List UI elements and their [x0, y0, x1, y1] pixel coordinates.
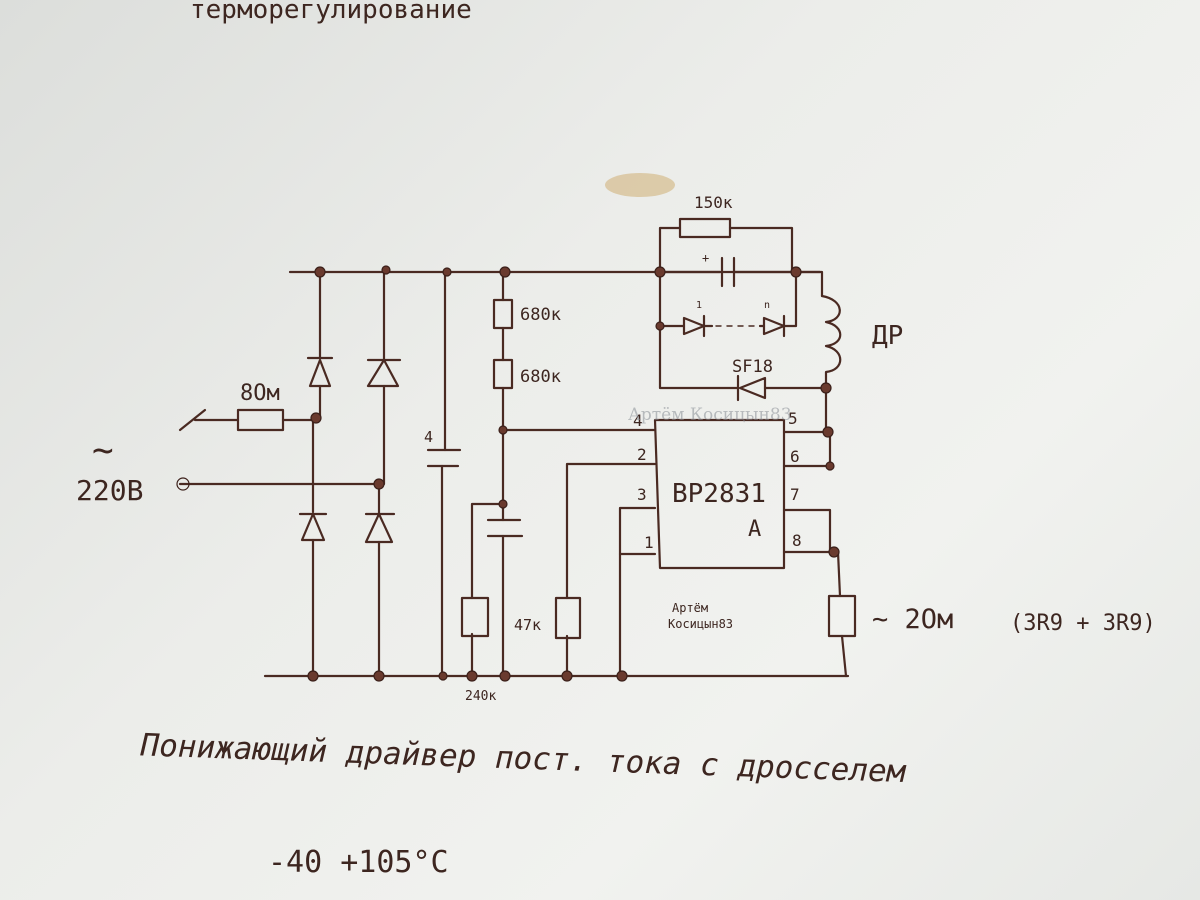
label-sense-resistor: ~ 2Ом [872, 604, 953, 635]
label-voltage: 220В [76, 474, 143, 507]
ic-bp2831a [653, 418, 786, 570]
ic-pin-7: 7 [790, 485, 800, 504]
label-ac-symbol: ~ [92, 430, 114, 471]
bulk-capacitor [426, 448, 462, 468]
bridge-right-column [377, 270, 386, 678]
led-last [762, 314, 786, 338]
label-680k-1: 680к [520, 305, 561, 325]
wires [178, 226, 850, 678]
output-capacitor [720, 256, 736, 288]
ic-suffix: A [748, 517, 761, 542]
junctions [176, 265, 840, 682]
r150-loop [658, 226, 794, 274]
pin3-wire [618, 506, 657, 678]
ic-pin-6: 6 [790, 447, 800, 466]
ic-pin-8: 8 [792, 531, 802, 550]
resistor-47k [554, 596, 582, 640]
resistor-150k [678, 217, 732, 239]
ic-pin-5: 5 [788, 409, 798, 428]
bulk-cap-wire [440, 270, 447, 678]
label-680k-2: 680к [520, 367, 561, 387]
label-47k: 47к [514, 616, 541, 634]
diode-loop [658, 270, 828, 390]
header-text: терморегулирование [190, 0, 472, 25]
bridge-left-column [311, 270, 322, 678]
label-led-first: 1 [696, 300, 702, 311]
bridge-diode-d4 [364, 512, 396, 544]
led-first [682, 314, 706, 338]
ic-signature-line1: Артём [672, 601, 708, 615]
label-150k: 150к [694, 193, 733, 212]
ic-pin-4: 4 [633, 411, 643, 430]
resistor-680k-1 [492, 298, 514, 330]
label-led-last: n [764, 300, 770, 311]
paper-stain [605, 173, 675, 197]
ic-signature-line2: Косицын83 [668, 617, 733, 631]
inductor-coil [820, 294, 842, 390]
label-240k: 240к [465, 689, 496, 704]
r47-wire [565, 462, 657, 678]
resistor-8ohm [236, 408, 285, 432]
diode-sf18 [736, 374, 767, 402]
components [236, 217, 857, 640]
resistor-240k [460, 596, 490, 638]
label-cap-plus: + [702, 251, 709, 265]
temperature-range: -40 +105°C [268, 845, 449, 880]
ac-terminal-1-stroke [178, 408, 207, 432]
resistor-680k-2 [492, 358, 514, 390]
bridge-diode-d1 [306, 356, 334, 388]
bridge-diode-d3 [298, 512, 328, 542]
labels: 150к 680к 680к 8Ом 4 ДР SF18 47к 240к ~ … [76, 193, 1156, 704]
label-sf18: SF18 [732, 357, 773, 377]
label-8ohm: 8Ом [240, 381, 280, 406]
bridge-diode-d2 [366, 358, 402, 388]
caption: Понижающий драйвер пост. тока с дросселе… [139, 727, 907, 790]
ic-name: BP2831 [672, 479, 766, 509]
label-inductor: ДР [872, 321, 903, 351]
ic-pin-2: 2 [637, 445, 647, 464]
cap-loop [658, 270, 824, 298]
vcc-capacitor [486, 518, 524, 538]
ic-pin-3: 3 [637, 485, 647, 504]
label-bulk-cap: 4 [424, 428, 433, 446]
resistor-sense [827, 594, 857, 638]
label-sense-note: (3R9 + 3R9) [1010, 611, 1156, 636]
ic-pin-1: 1 [644, 533, 654, 552]
watermark: Артём Косицын83 [628, 405, 792, 425]
r240-wire [470, 502, 505, 678]
